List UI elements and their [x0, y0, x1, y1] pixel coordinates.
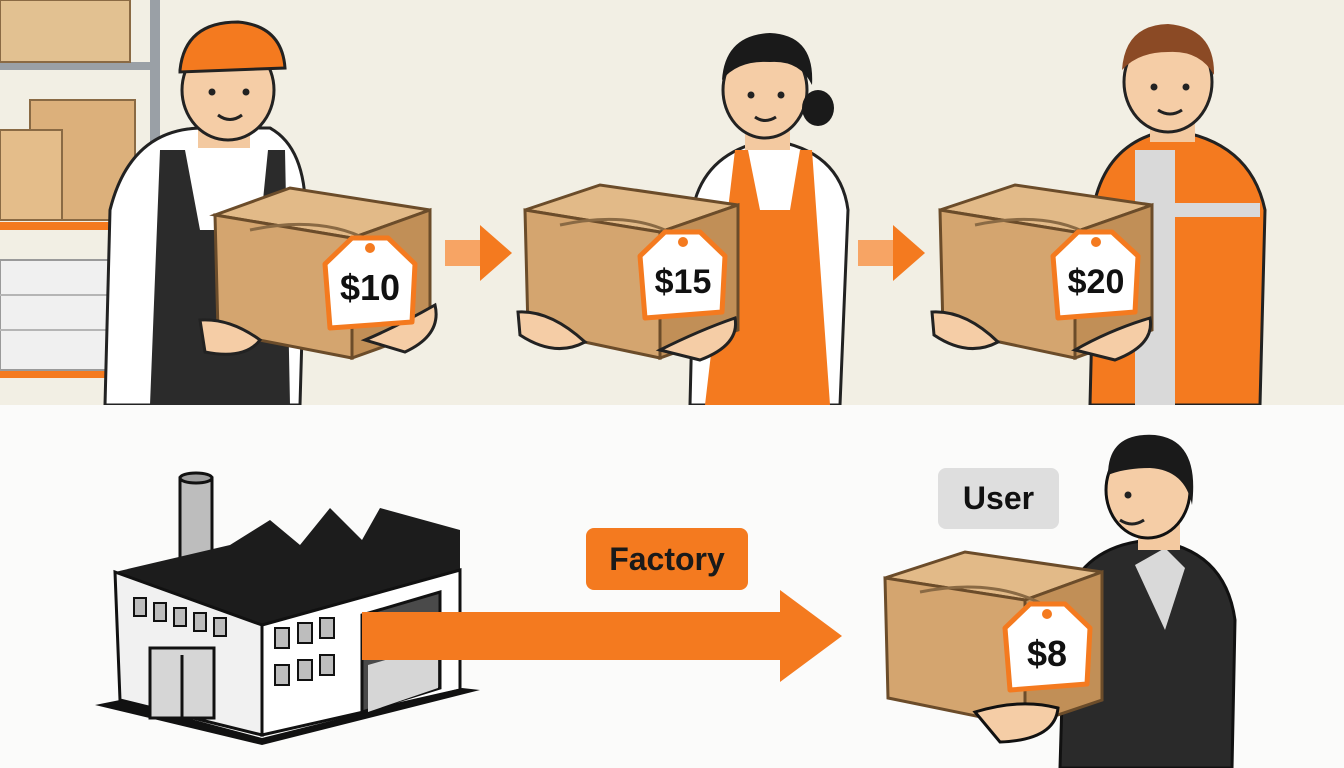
price-label-4: $8 [1027, 633, 1067, 674]
price-tag-3: $20 [1050, 229, 1141, 321]
price-label-3: $20 [1068, 263, 1125, 301]
direct-chain-illustration: $8 [95, 434, 1237, 768]
package-box-3 [938, 183, 1154, 361]
price-tag-2: $15 [637, 229, 728, 321]
user-label: User [938, 468, 1059, 529]
price-label-1: $10 [340, 267, 400, 308]
arrow-right-icon [858, 225, 925, 281]
factory-label: Factory [586, 528, 748, 590]
price-tag-4: $8 [1002, 601, 1093, 693]
arrow-right-icon [445, 225, 512, 281]
retail-chain-illustration: $10 $15 [0, 0, 1267, 405]
bottom-panel-direct-chain: $8 [0, 405, 1344, 768]
top-panel-retail-chain: $10 $15 [0, 0, 1344, 405]
arrow-right-icon [362, 590, 842, 682]
price-tag-1: $10 [322, 235, 418, 331]
price-label-2: $15 [655, 263, 712, 301]
factory-icon [95, 471, 480, 745]
